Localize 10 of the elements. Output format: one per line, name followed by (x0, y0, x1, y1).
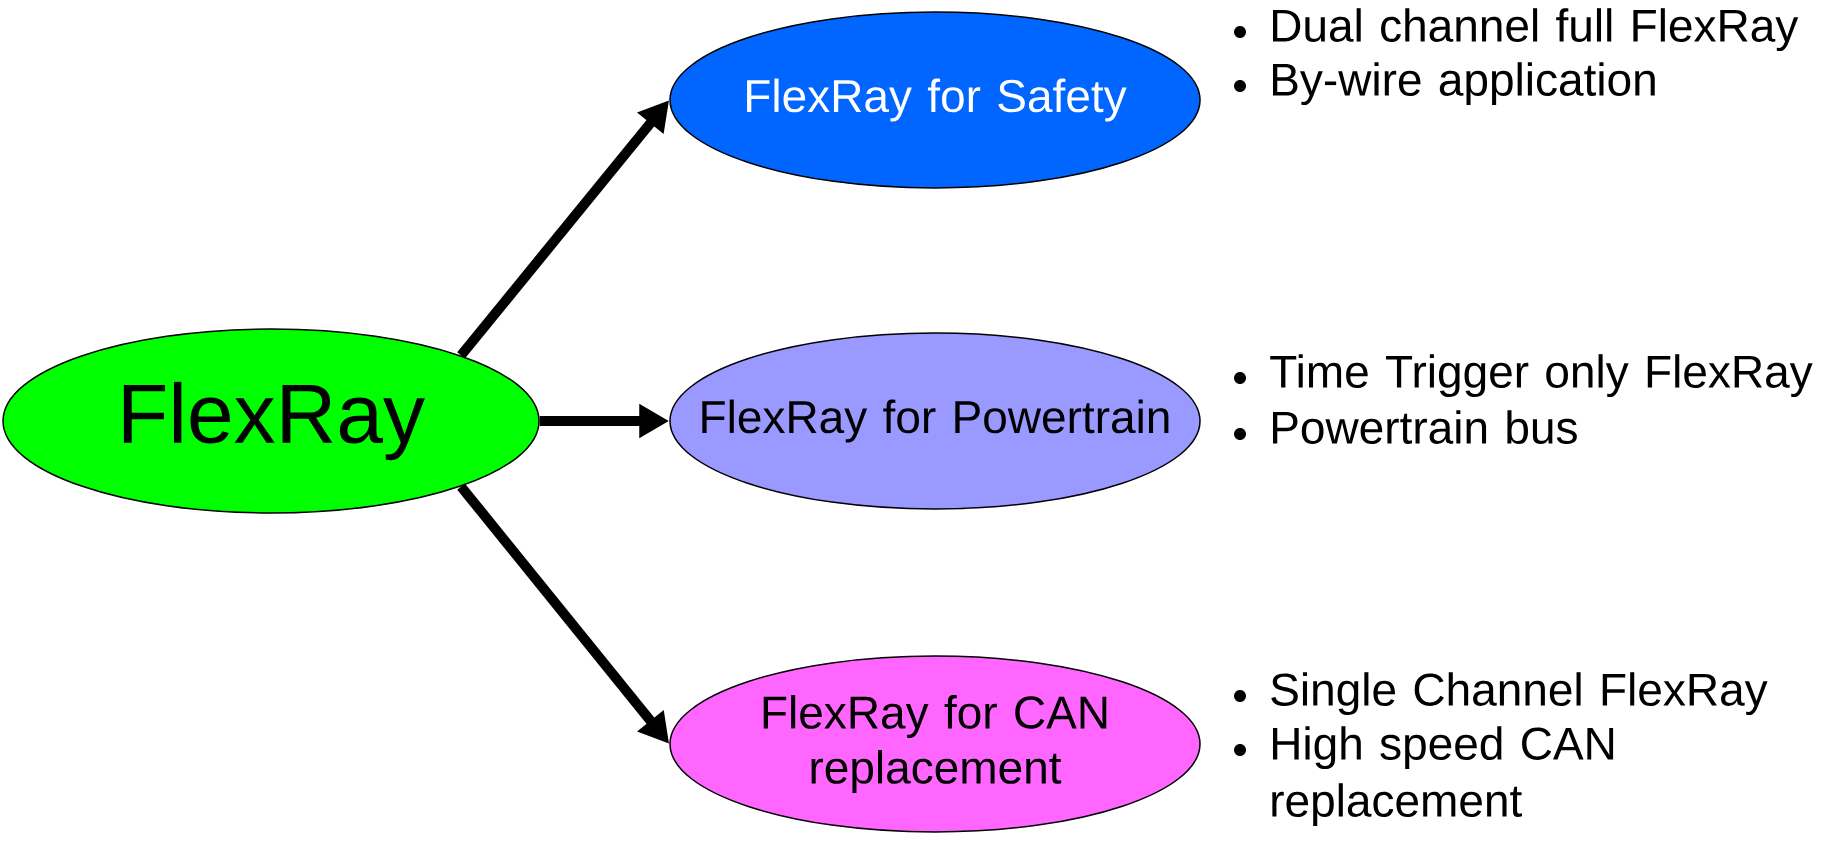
ellipse-node: FlexRay for CAN replacement (669, 655, 1201, 833)
bullet-item: High speed CAN replacement (1234, 726, 1614, 827)
bullet-item: Single Channel FlexRay (1234, 672, 1768, 716)
bullet-item: Time Trigger only FlexRay (1234, 354, 1813, 398)
ellipse-node: FlexRay for Safety (669, 11, 1201, 189)
bullet-item: Dual channel full FlexRay (1234, 8, 1799, 52)
bullet-item: By-wire application (1234, 62, 1655, 106)
bullet-item: Powertrain bus (1234, 410, 1577, 444)
ellipse-node: FlexRay (2, 328, 540, 514)
ellipse-node: FlexRay for Powertrain (669, 332, 1201, 510)
